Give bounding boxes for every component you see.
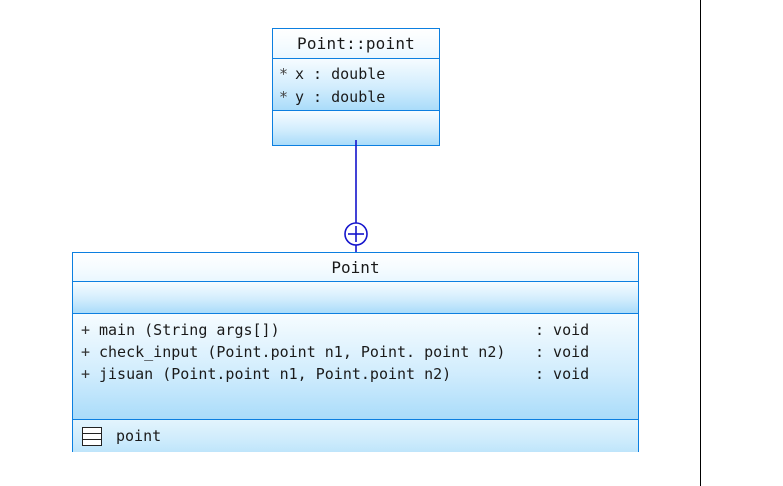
operation-return-type: : void — [535, 321, 590, 339]
operation-row[interactable]: + jisuan (Point.point n1, Point.point n2… — [73, 363, 638, 385]
attribute-row: * x : double — [279, 63, 439, 86]
containment-anchor-connector — [344, 140, 368, 260]
class-title-point: Point — [73, 253, 638, 282]
operation-return-type: : void — [535, 365, 590, 383]
attribute-label: y : double — [295, 88, 386, 106]
operation-return-type: : void — [535, 343, 590, 361]
operation-row[interactable]: + check_input (Point.point n1, Point. po… — [73, 341, 638, 363]
attributes-compartment-point — [73, 282, 638, 314]
nested-classifiers-compartment-point[interactable]: point — [73, 420, 638, 452]
attribute-row: * y : double — [279, 86, 439, 109]
operation-signature: jisuan (Point.point n1, Point.point n2) — [99, 365, 452, 383]
panel-divider — [700, 0, 701, 486]
class-title-point-point: Point::point — [273, 29, 439, 59]
attribute-visibility: * — [279, 88, 289, 106]
operation-row[interactable]: + main (String args[]) : void — [73, 319, 638, 341]
uml-class-point[interactable]: Point + main (String args[]) : void + ch… — [72, 252, 639, 452]
operations-compartment-point: + main (String args[]) : void + check_in… — [73, 314, 638, 420]
operation-visibility: + — [81, 365, 91, 383]
operation-visibility: + — [81, 343, 91, 361]
operation-visibility: + — [81, 321, 91, 339]
attribute-label: x : double — [295, 65, 386, 83]
uml-class-point-point[interactable]: Point::point *x : double *y : double — [272, 28, 440, 146]
operation-signature: main (String args[]) — [99, 321, 280, 339]
operation-signature: check_input (Point.point n1, Point. poin… — [99, 343, 506, 361]
class-glyph-icon — [82, 426, 102, 446]
nested-classifier-label: point — [116, 427, 162, 445]
operations-compartment-point-point — [273, 111, 439, 145]
attribute-visibility: * — [279, 65, 289, 83]
attributes-compartment-point-point: * x : double * y : double — [273, 59, 439, 111]
